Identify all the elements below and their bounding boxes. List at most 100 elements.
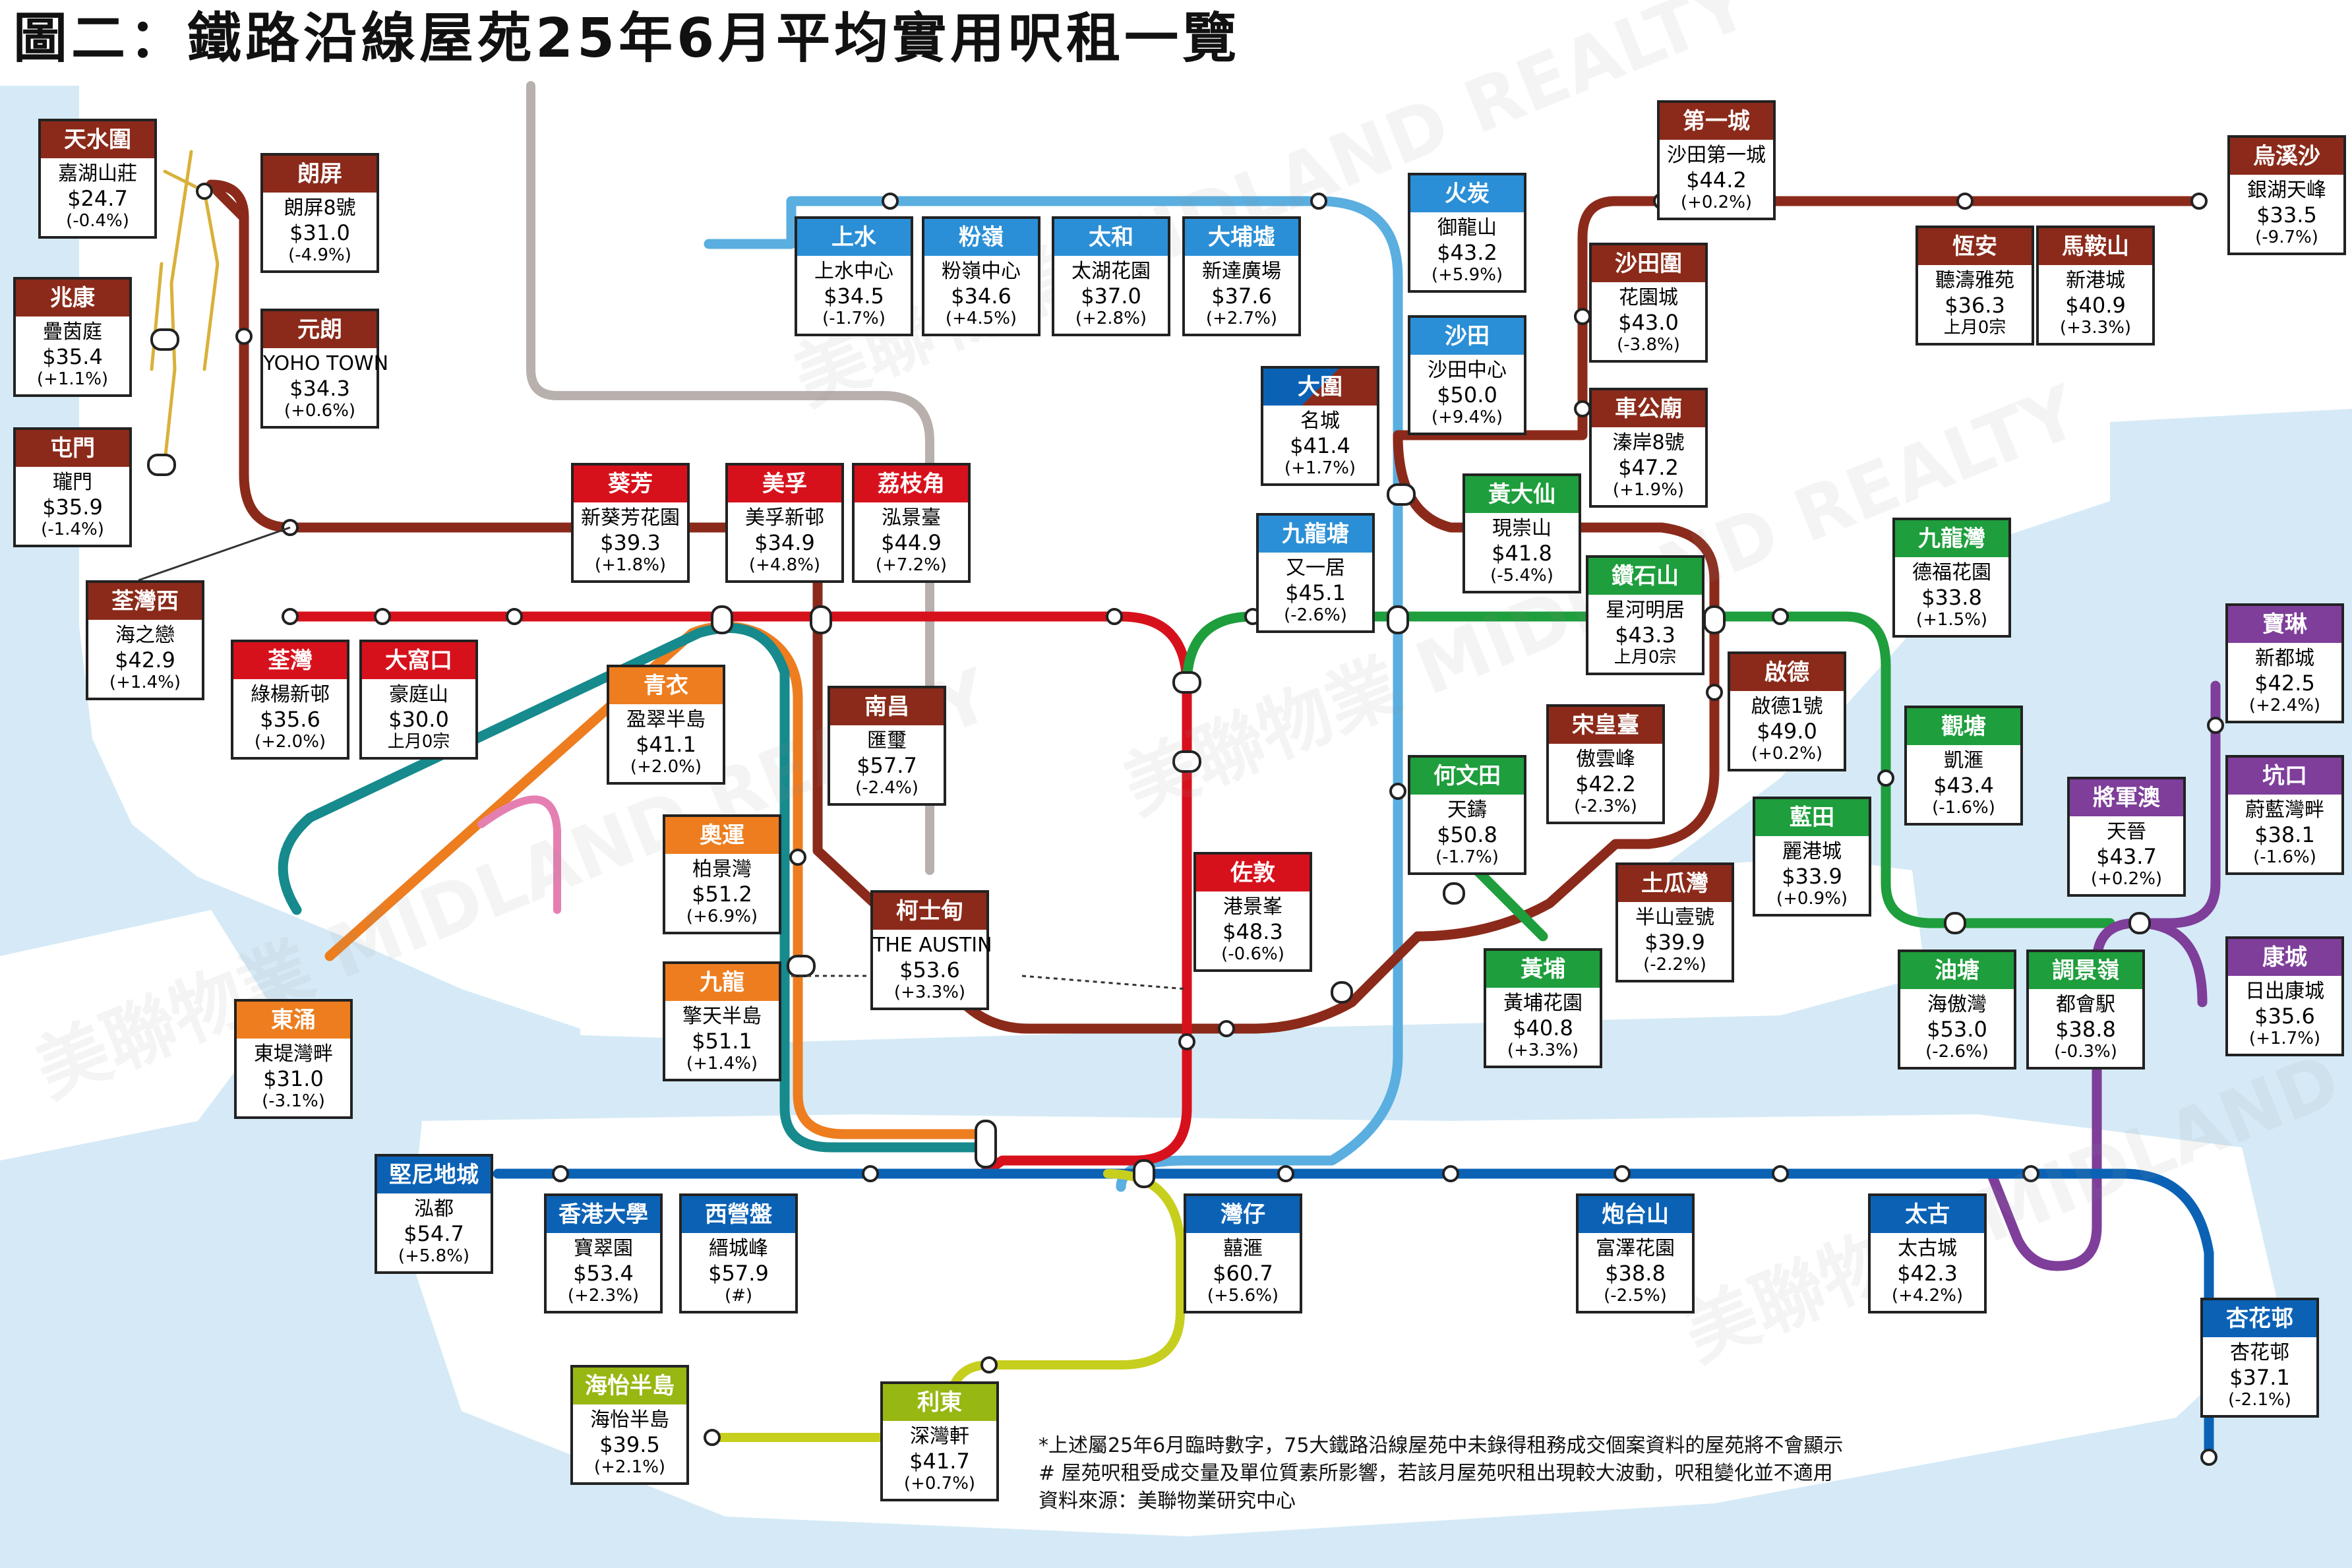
rent-change: (+4.2%) — [1891, 1286, 1964, 1306]
station-name: 南昌 — [830, 688, 944, 725]
rent-change: (+6.9%) — [686, 907, 758, 927]
rent-price: $41.8 — [1492, 541, 1552, 566]
estate-name: 日出康城 — [2245, 980, 2324, 1003]
station-name: 藍田 — [1755, 799, 1869, 836]
station-name: 太古 — [1871, 1196, 1984, 1233]
station-name: 康城 — [2228, 939, 2341, 976]
station-name: 馬鞍山 — [2039, 228, 2152, 265]
station-dot — [862, 1165, 879, 1182]
rent-price: $41.1 — [636, 732, 696, 757]
estate-name: 縉城峰 — [709, 1237, 768, 1260]
estate-name: 溱岸8號 — [1612, 431, 1685, 454]
station-name: 東涌 — [237, 1002, 350, 1039]
rent-change: (-2.5%) — [1604, 1286, 1667, 1306]
estate-name: 太古城 — [1898, 1237, 1957, 1260]
station-card-olympic: 奧運柏景灣$51.2(+6.9%) — [663, 814, 781, 934]
footnote-asterisk: *上述屬25年6月臨時數字，75大鐵路沿線屋苑中未錄得租務成交個案資料的屋苑將不… — [1039, 1434, 1844, 1457]
station-card-long-ping: 朗屏朗屏8號$31.0(-4.9%) — [260, 153, 379, 273]
station-card-ho-man-tin: 何文田天鑄$50.8(-1.7%) — [1408, 755, 1526, 875]
rent-change: (-0.3%) — [2054, 1042, 2117, 1062]
rent-change: (+5.8%) — [398, 1246, 470, 1267]
rent-price: $31.0 — [289, 220, 350, 245]
station-dot — [506, 608, 523, 625]
rent-price: $45.1 — [1285, 580, 1346, 605]
station-name: 大窩口 — [362, 642, 475, 679]
rent-price: $33.8 — [1921, 585, 1982, 610]
station-name: 大圍 — [1263, 369, 1377, 406]
rent-change: (+1.7%) — [1284, 458, 1356, 479]
rent-price: $31.0 — [263, 1066, 324, 1091]
rent-change: (-5.4%) — [1490, 566, 1553, 586]
interchange-marker — [1387, 605, 1409, 634]
rent-change: (+9.4%) — [1431, 407, 1503, 428]
station-card-kowloon-tong: 九龍塘又一居$45.1(-2.6%) — [1256, 513, 1375, 633]
station-card-mei-foo: 美孚美孚新邨$34.9(+4.8%) — [725, 463, 844, 583]
rent-change: (+5.6%) — [1207, 1286, 1279, 1306]
station-dot — [1772, 608, 1789, 625]
station-card-wong-tai-sin: 黃大仙現崇山$41.8(-5.4%) — [1462, 473, 1581, 593]
station-dot — [1442, 1165, 1459, 1182]
rent-price: $53.6 — [899, 957, 960, 982]
rent-change: (+3.3%) — [1507, 1040, 1579, 1061]
station-card-tai-wo: 太和太湖花園$37.0(+2.8%) — [1052, 216, 1170, 336]
estate-name: 朗屏8號 — [284, 196, 356, 220]
station-dot — [882, 193, 899, 210]
station-card-kwun-tong: 觀塘凱滙$43.4(-1.6%) — [1904, 706, 2023, 826]
interchange-marker — [975, 1120, 997, 1168]
footnote-hash: # 屋苑呎租受成交量及單位質素所影響，若該月屋苑呎租出現較大波動，呎租變化並不適… — [1039, 1462, 1833, 1485]
land-lantau — [0, 910, 277, 1161]
rent-price: $44.2 — [1686, 167, 1747, 193]
rent-change: (-1.6%) — [2253, 847, 2316, 868]
footnote-source: 資料來源：美聯物業研究中心 — [1039, 1490, 1296, 1513]
station-dot — [235, 328, 253, 345]
estate-name: 沙田第一城 — [1667, 144, 1766, 167]
interchange-marker — [1944, 912, 1966, 934]
rent-price: $34.3 — [289, 376, 350, 401]
station-card-kennedy-town: 堅尼地城泓都$54.7(+5.8%) — [375, 1154, 493, 1274]
estate-name: 上水中心 — [814, 260, 893, 283]
rent-price: $34.9 — [754, 530, 815, 555]
estate-name: 泓景臺 — [882, 506, 941, 529]
rent-change: 上月0宗 — [387, 732, 450, 752]
rent-price: $35.6 — [260, 707, 320, 732]
station-card-tung-chung: 東涌東堤灣畔$31.0(-3.1%) — [234, 999, 353, 1119]
rent-price: $53.0 — [1927, 1017, 1987, 1042]
station-card-wu-kai-sha: 烏溪沙銀湖天峰$33.5(-9.7%) — [2227, 135, 2346, 255]
interchange-marker — [1133, 1159, 1155, 1188]
estate-name: 囍滙 — [1223, 1237, 1263, 1260]
station-card-tuen-mun: 屯門瓏門$35.9(-1.4%) — [13, 427, 132, 547]
station-dot — [1706, 684, 1723, 701]
footnotes: *上述屬25年6月臨時數字，75大鐵路沿線屋苑中未錄得租務成交個案資料的屋苑將不… — [1039, 1432, 1843, 1515]
station-card-city-one: 第一城沙田第一城$44.2(+0.2%) — [1657, 100, 1776, 220]
estate-name: 又一居 — [1286, 557, 1345, 580]
estate-name: 海怡半島 — [590, 1408, 669, 1432]
rent-price: $37.6 — [1211, 284, 1272, 309]
estate-name: 美孚新邨 — [745, 506, 824, 529]
station-card-tsuen-wan-west: 荃灣西海之戀$42.9(+1.4%) — [86, 580, 204, 700]
station-name: 利東 — [883, 1384, 996, 1421]
rent-change: (#) — [724, 1286, 753, 1306]
estate-name: 新港城 — [2066, 269, 2125, 292]
station-dot — [2207, 717, 2224, 734]
station-name: 美孚 — [728, 466, 841, 502]
estate-name: 天晉 — [2107, 820, 2146, 843]
rent-price: $33.9 — [1782, 864, 1842, 889]
rent-price: $35.9 — [42, 495, 103, 520]
estate-name: 瓏門 — [53, 471, 92, 494]
station-card-sung-wong-toi: 宋皇臺傲雲峰$42.2(-2.3%) — [1546, 704, 1665, 824]
rent-change: (-3.1%) — [262, 1091, 325, 1112]
station-name: 海怡半島 — [573, 1368, 686, 1404]
interchange-marker — [150, 328, 179, 351]
estate-name: 綠楊新邨 — [251, 683, 330, 706]
station-name: 青衣 — [609, 667, 723, 704]
station-name: 九龍灣 — [1895, 520, 2008, 557]
estate-name: 都會駅 — [2056, 993, 2115, 1016]
rent-price: $47.2 — [1618, 455, 1679, 480]
station-dot — [1218, 1020, 1235, 1037]
rent-change: (+5.9%) — [1431, 265, 1503, 286]
station-dot — [1106, 608, 1123, 625]
rent-price: $44.9 — [881, 530, 942, 555]
